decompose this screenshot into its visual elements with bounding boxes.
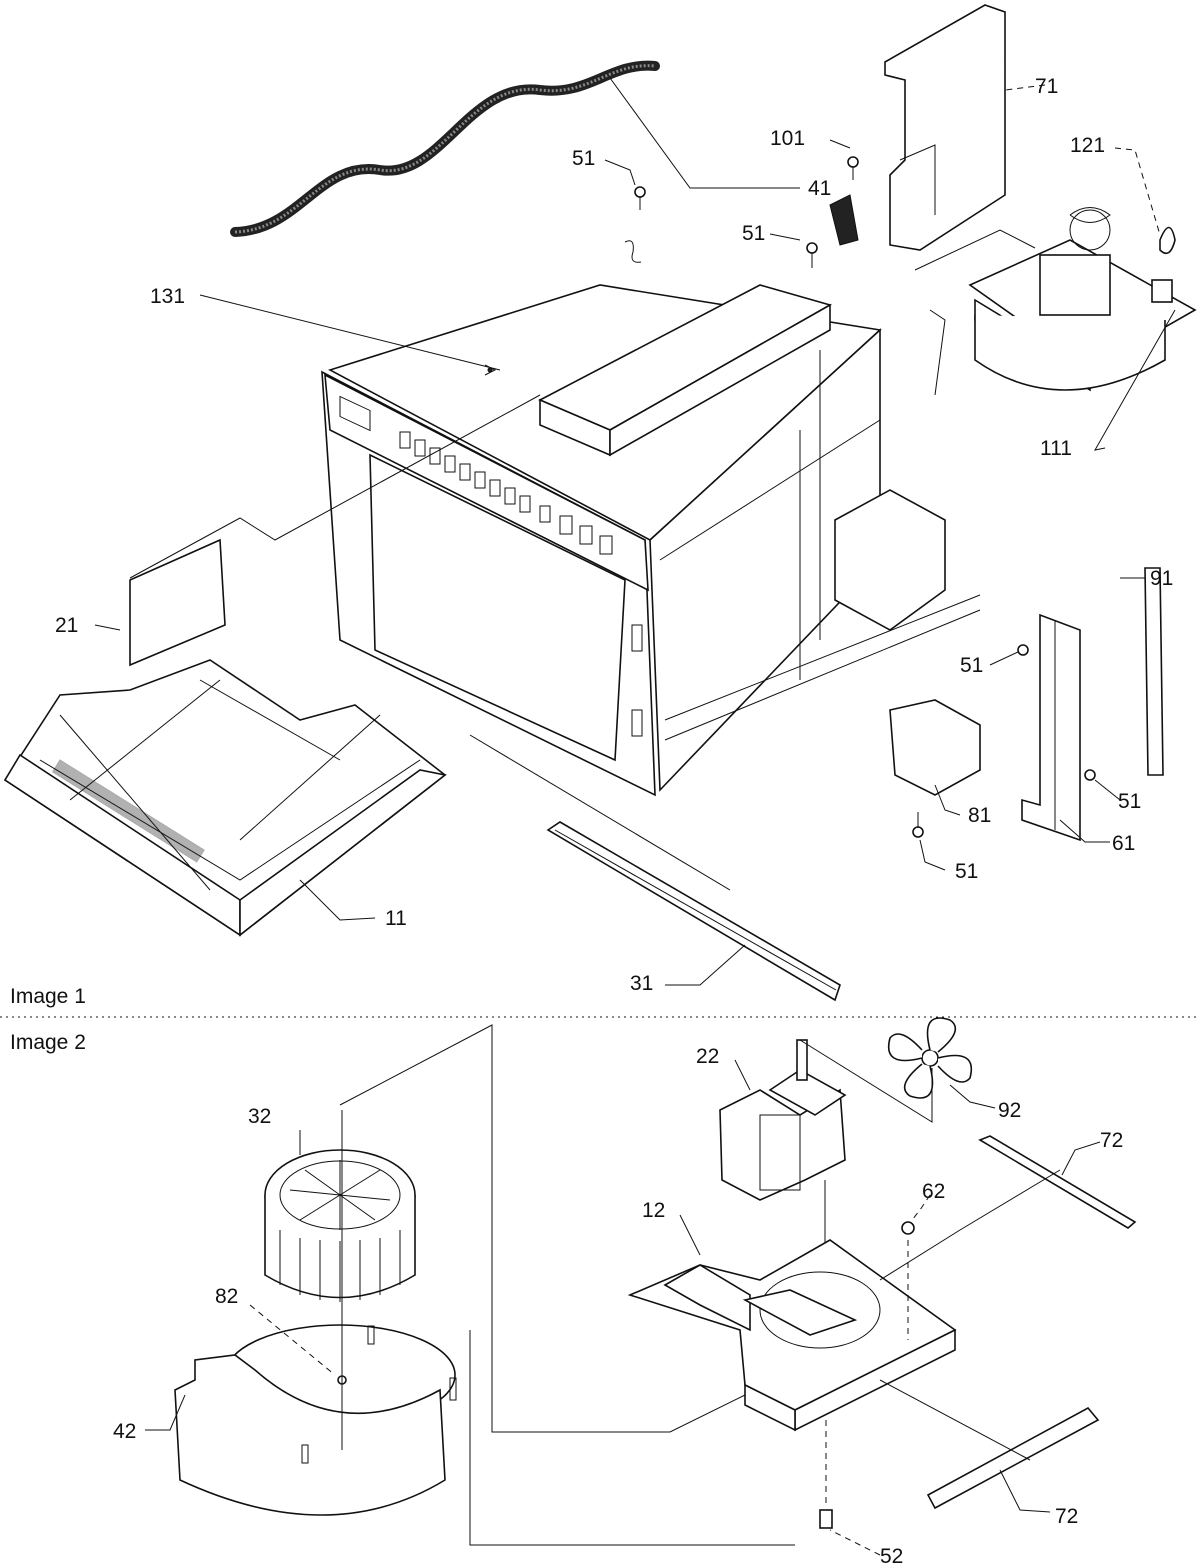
lower-bracket (889, 699, 981, 796)
microwave-cabinet (321, 284, 981, 797)
image-1-group (3, 4, 1197, 1002)
front-trim-strip (546, 821, 841, 1002)
base-tray (3, 659, 447, 937)
leader-lines (94, 77, 1176, 1556)
callout-131: 131 (150, 285, 185, 308)
trim-strip-lower (926, 1406, 1100, 1510)
thermal-fuse (829, 194, 859, 246)
section-label-image-2: Image 2 (10, 1031, 86, 1054)
side-bracket (1021, 613, 1081, 842)
callout-32: 32 (248, 1105, 271, 1128)
callout-41: 41 (808, 177, 831, 200)
callout-31: 31 (630, 972, 653, 995)
callout-72-top: 72 (1100, 1129, 1123, 1152)
callout-82: 82 (215, 1285, 238, 1308)
callout-101: 101 (770, 127, 805, 150)
waveguide-cover (884, 4, 1006, 251)
fan-motor-assembly (968, 207, 1197, 392)
callout-121: 121 (1070, 134, 1105, 157)
callout-51-mid: 51 (742, 222, 765, 245)
callout-51-bottom: 51 (955, 860, 978, 883)
callout-21: 21 (55, 614, 78, 637)
callout-51-bracket: 51 (1118, 790, 1141, 813)
callout-12: 12 (642, 1199, 665, 1222)
callout-91: 91 (1150, 567, 1173, 590)
callout-52: 52 (880, 1545, 903, 1566)
side-panel (129, 538, 226, 667)
callout-71: 71 (1035, 75, 1058, 98)
screw-62 (901, 1221, 915, 1340)
callout-61: 61 (1112, 832, 1135, 855)
callout-42: 42 (113, 1420, 136, 1443)
callout-51-top: 51 (572, 147, 595, 170)
screws-51 (634, 186, 1096, 838)
callout-51-right: 51 (960, 654, 983, 677)
motor-mount-plate (627, 1239, 957, 1432)
vertical-trim-strip (1144, 567, 1164, 776)
callout-111: 111 (1040, 437, 1072, 460)
screw-52 (819, 1420, 833, 1529)
fan-blade (799, 1017, 973, 1123)
callout-72-bottom: 72 (1055, 1505, 1078, 1528)
callout-81: 81 (968, 804, 991, 827)
blower-housing (174, 1110, 457, 1516)
callout-11: 11 (385, 907, 407, 930)
callout-92: 92 (998, 1099, 1021, 1122)
section-label-image-1: Image 1 (10, 985, 86, 1008)
fan-motor (719, 1039, 847, 1260)
callout-22: 22 (696, 1045, 719, 1068)
image-2-group (174, 1017, 1137, 1546)
blower-wheel (264, 1149, 416, 1302)
screw-101 (847, 156, 859, 168)
callout-62: 62 (922, 1180, 945, 1203)
control-panel-buttons (399, 431, 613, 555)
trim-strip-upper (978, 1135, 1137, 1229)
